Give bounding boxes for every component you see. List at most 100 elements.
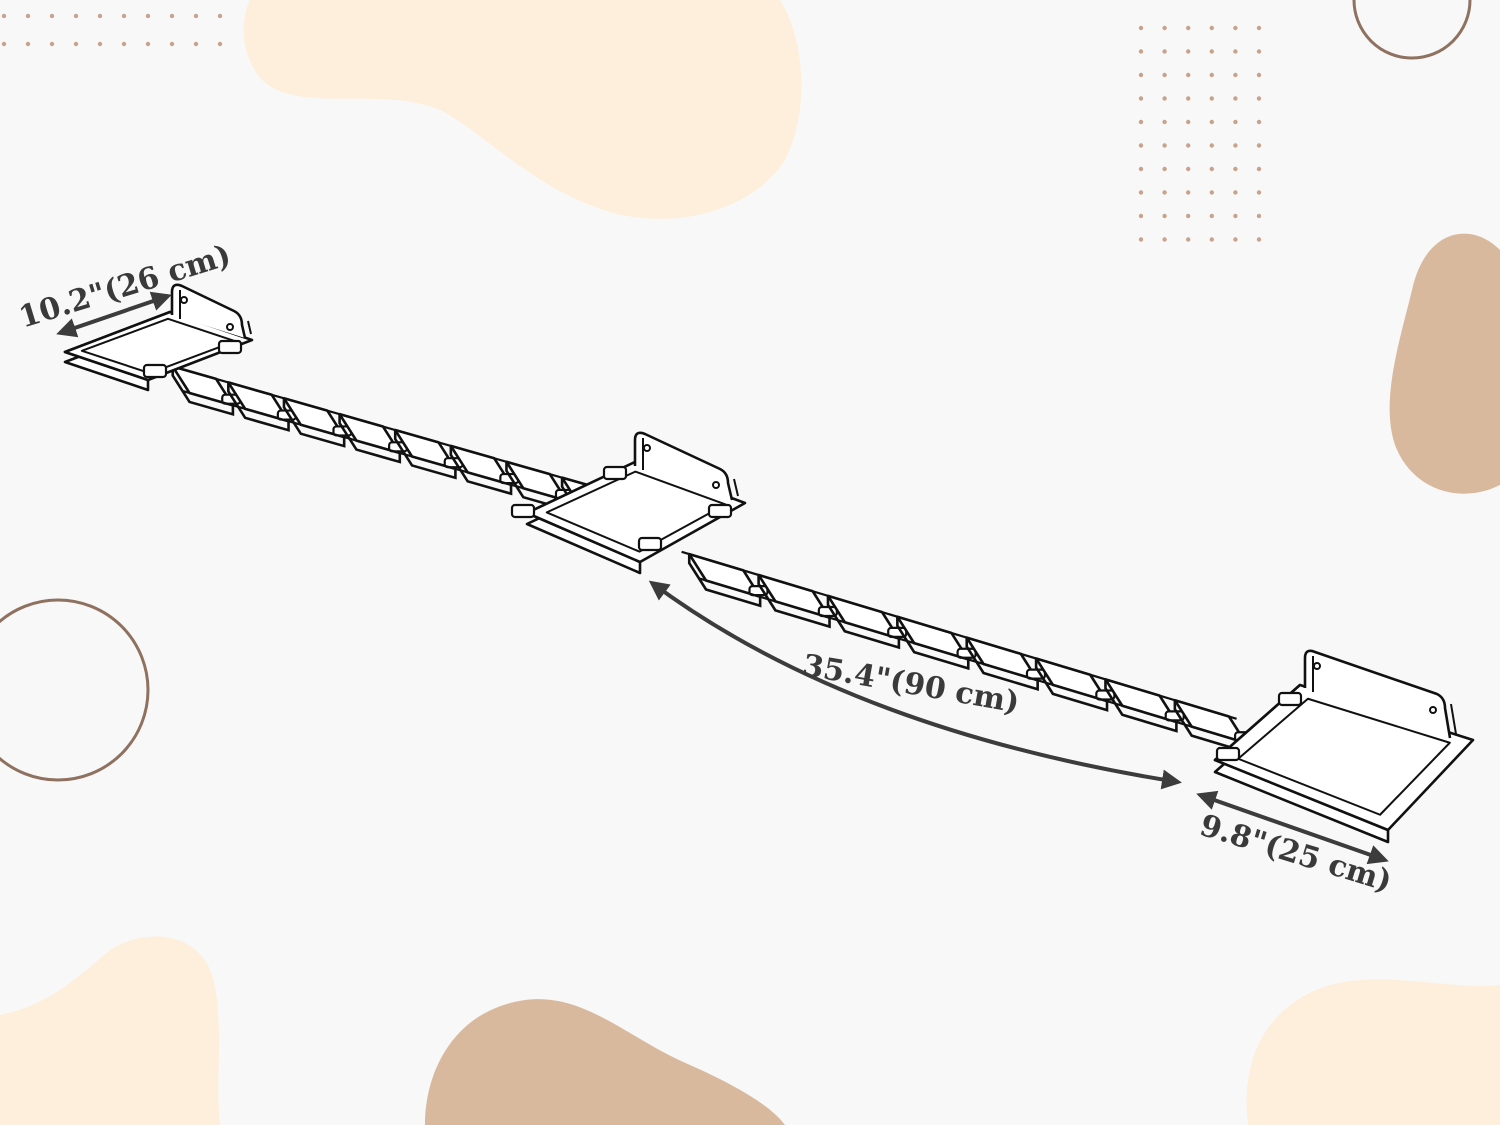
connector-clip bbox=[1277, 691, 1303, 707]
dot bbox=[1138, 96, 1144, 101]
dot-grid-top-left bbox=[1, 13, 223, 47]
dot bbox=[1233, 143, 1238, 148]
dot bbox=[1256, 119, 1262, 125]
dot bbox=[169, 41, 175, 47]
dot bbox=[1186, 237, 1191, 242]
dot bbox=[1256, 166, 1262, 172]
dot bbox=[121, 13, 127, 19]
dot bbox=[1233, 237, 1238, 242]
dot bbox=[1162, 72, 1167, 78]
dot bbox=[1256, 143, 1262, 148]
dot bbox=[1138, 49, 1144, 54]
screw-hole bbox=[1429, 706, 1437, 714]
dot bbox=[1256, 190, 1262, 195]
dot bbox=[1209, 190, 1215, 195]
top-cream-blob bbox=[243, 0, 802, 219]
dot bbox=[73, 13, 79, 19]
dot bbox=[1, 41, 7, 47]
dot bbox=[1209, 143, 1215, 148]
bridge-rope bbox=[183, 390, 629, 520]
dot bbox=[145, 41, 151, 47]
dot bbox=[1138, 213, 1144, 219]
dot bbox=[49, 13, 55, 19]
dot bbox=[1186, 25, 1191, 31]
dot bbox=[1233, 166, 1238, 172]
dot bbox=[145, 13, 151, 19]
top-right-ring-decoration bbox=[1352, 0, 1472, 60]
dot bbox=[1162, 25, 1167, 31]
dot bbox=[193, 13, 199, 19]
dot bbox=[193, 41, 199, 47]
dot bbox=[1186, 213, 1191, 219]
dot bbox=[1186, 72, 1191, 78]
dot bbox=[1186, 96, 1191, 101]
dot-grid-top-right bbox=[1138, 25, 1262, 242]
screw-hole bbox=[180, 296, 188, 304]
dot bbox=[25, 13, 31, 19]
dot bbox=[1138, 166, 1144, 172]
dot bbox=[1233, 49, 1238, 54]
dot bbox=[169, 13, 175, 19]
dot bbox=[1162, 143, 1167, 148]
dot bbox=[1162, 96, 1167, 101]
dot bbox=[217, 13, 223, 19]
dot bbox=[1186, 190, 1191, 195]
dot bbox=[1256, 49, 1262, 54]
middle-platform bbox=[510, 431, 747, 575]
dot bbox=[217, 41, 223, 47]
bridge-rope bbox=[166, 363, 612, 493]
dot bbox=[25, 41, 31, 47]
screw-hole bbox=[1313, 662, 1321, 670]
dot bbox=[1162, 119, 1167, 125]
connector-clip bbox=[707, 503, 733, 519]
dot bbox=[1, 13, 7, 19]
connector-clip bbox=[217, 339, 243, 355]
screw-hole bbox=[712, 481, 720, 489]
right-platform bbox=[1213, 649, 1475, 844]
dot bbox=[1233, 96, 1238, 101]
right-tan-blob bbox=[1389, 233, 1500, 494]
dot bbox=[1256, 96, 1262, 101]
connector-clip bbox=[142, 363, 168, 379]
dot bbox=[1209, 96, 1215, 101]
dot bbox=[1256, 237, 1262, 242]
dot bbox=[1138, 190, 1144, 195]
dot bbox=[1186, 49, 1191, 54]
dot bbox=[1233, 190, 1238, 195]
dot bbox=[1233, 213, 1238, 219]
dot bbox=[1233, 119, 1238, 125]
dot bbox=[73, 41, 79, 47]
bridge-length-arrow bbox=[648, 580, 1182, 790]
dot bbox=[1186, 119, 1191, 125]
left-ring-decoration bbox=[0, 598, 150, 782]
dot bbox=[97, 13, 103, 19]
right-width-arrow bbox=[1196, 790, 1389, 865]
dot bbox=[1209, 237, 1215, 242]
dot bbox=[1138, 72, 1144, 78]
dot bbox=[1209, 213, 1215, 219]
connector-clip bbox=[602, 465, 628, 481]
connector-clip bbox=[637, 536, 663, 552]
screw-hole bbox=[643, 444, 651, 452]
connector-clip bbox=[510, 503, 536, 519]
dot bbox=[1186, 166, 1191, 172]
dot bbox=[1162, 49, 1167, 54]
dot bbox=[1209, 72, 1215, 78]
bottom-left-cream-blob bbox=[0, 936, 220, 1125]
dot bbox=[1256, 213, 1262, 219]
dot bbox=[1162, 213, 1167, 219]
bottom-right-cream-blob bbox=[1246, 979, 1500, 1125]
dot bbox=[1162, 237, 1167, 242]
dot bbox=[1209, 119, 1215, 125]
dot bbox=[1138, 119, 1144, 125]
dot bbox=[1209, 49, 1215, 54]
dot bbox=[1138, 143, 1144, 148]
dot bbox=[1233, 25, 1238, 31]
dot bbox=[1233, 72, 1238, 78]
dot bbox=[1162, 190, 1167, 195]
dot bbox=[1186, 143, 1191, 148]
dot bbox=[1138, 25, 1144, 31]
